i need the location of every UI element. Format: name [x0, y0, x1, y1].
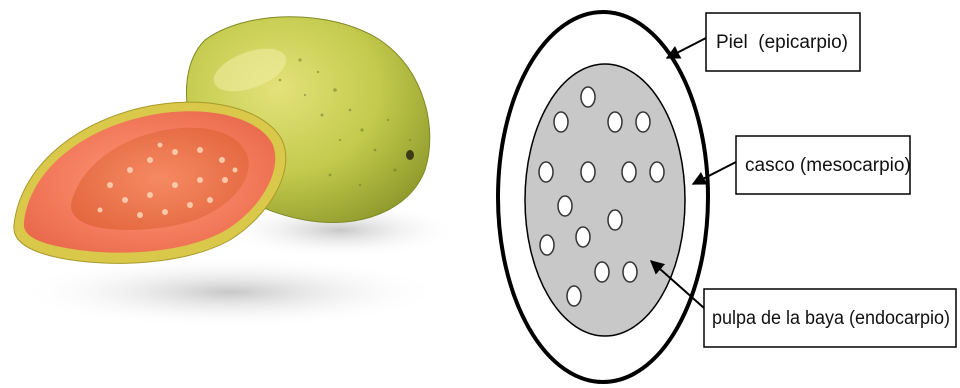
seed [540, 235, 554, 255]
seed [608, 112, 622, 132]
seed [622, 162, 636, 182]
label-pulp: pulpa de la baya (endocarpio) [712, 308, 950, 329]
seed [567, 286, 581, 306]
seed [558, 196, 572, 216]
seed [581, 162, 595, 182]
seed [595, 262, 609, 282]
label-skin: Piel (epicarpio) [716, 32, 848, 53]
seed [623, 262, 637, 282]
endocarp-pulp [525, 64, 685, 336]
seed [636, 112, 650, 132]
seed [554, 112, 568, 132]
label-shell: casco (mesocarpio) [745, 155, 911, 176]
guava-photo [14, 17, 460, 328]
arrow-skin [667, 38, 706, 58]
seed [576, 227, 590, 247]
seed [608, 210, 622, 230]
seed [650, 162, 664, 182]
seed [581, 87, 595, 107]
cross-section-diagram: Piel (epicarpio) casco (mesocarpio) pulp… [498, 12, 956, 382]
guava-shadow [15, 256, 445, 328]
guava-stem-end [406, 150, 414, 160]
seed [539, 162, 553, 182]
